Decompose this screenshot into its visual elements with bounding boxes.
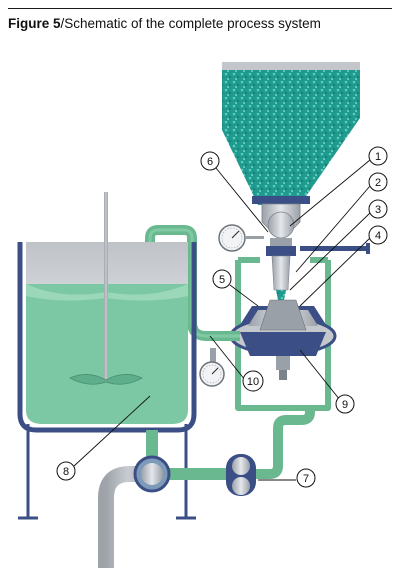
figure-title: /Schematic of the complete process syste…: [60, 16, 321, 31]
callout-6: 6: [200, 151, 220, 171]
callout-4: 4: [368, 225, 388, 245]
callout-lines: [73, 159, 371, 481]
callout-5: 5: [212, 269, 232, 289]
svg-text:10: 10: [247, 376, 259, 388]
figure-label: Figure 5: [8, 16, 61, 31]
callout-7: 7: [296, 468, 316, 488]
svg-text:6: 6: [207, 156, 213, 168]
pressure-gauge-lower: [199, 348, 225, 387]
callout-9: 9: [335, 394, 355, 414]
svg-text:3: 3: [375, 204, 381, 216]
svg-text:4: 4: [375, 230, 381, 242]
powder-hopper: [222, 62, 360, 205]
svg-text:9: 9: [342, 399, 348, 411]
mixing-head: [229, 299, 337, 380]
outlet-pipe: [98, 430, 230, 568]
callout-3: 3: [368, 199, 388, 219]
figure-caption: Figure 5/Schematic of the complete proce…: [8, 16, 392, 31]
air-inlet: [300, 243, 370, 254]
callout-10: 10: [242, 370, 264, 392]
svg-text:2: 2: [375, 177, 381, 189]
agitator: [69, 192, 143, 385]
callout-8: 8: [56, 461, 76, 481]
callout-2: 2: [368, 172, 388, 192]
pump: [226, 454, 256, 496]
svg-text:1: 1: [375, 151, 381, 163]
top-rule: [8, 8, 392, 9]
return-pipe: [256, 407, 315, 479]
svg-text:8: 8: [63, 466, 69, 478]
callout-1: 1: [368, 146, 388, 166]
pressure-gauge-top: [218, 224, 264, 252]
powder-inlet-valve: [261, 203, 301, 300]
svg-text:7: 7: [303, 473, 309, 485]
svg-text:5: 5: [219, 274, 225, 286]
